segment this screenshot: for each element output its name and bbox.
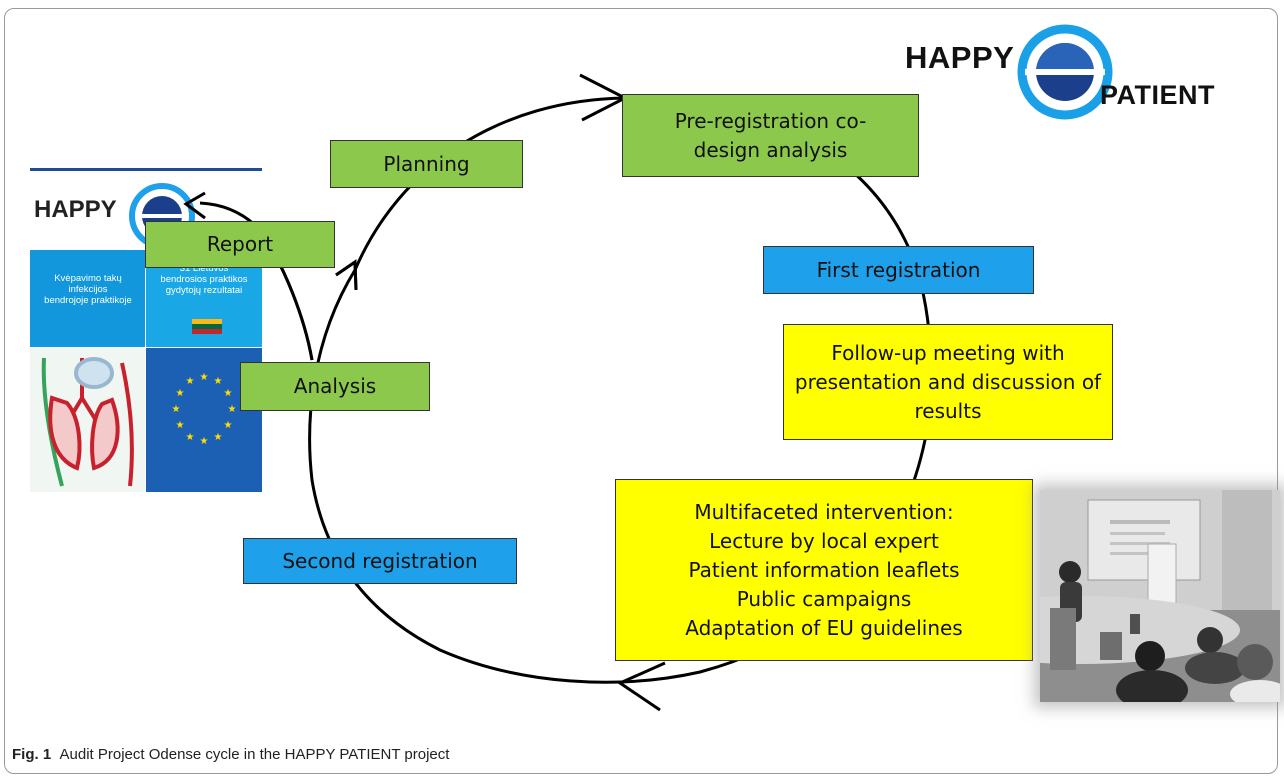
step-planning: Planning: [330, 140, 523, 188]
arrowhead-bottom: [616, 661, 666, 712]
svg-text:★: ★: [224, 388, 233, 399]
logo-circle-icon: [1017, 24, 1113, 120]
happy-patient-logo: HAPPY PATIENT: [905, 22, 1235, 132]
report-cover-right-text: 31 Lietuvos bendrosios praktikos gydytoj…: [160, 263, 248, 296]
svg-text:★: ★: [228, 404, 237, 415]
step-multifaceted-intervention: Multifaceted intervention: Lecture by lo…: [615, 479, 1033, 661]
svg-text:★: ★: [214, 376, 223, 387]
svg-text:★: ★: [186, 432, 195, 443]
svg-text:★: ★: [176, 388, 185, 399]
meeting-photo: [920, 490, 1284, 710]
svg-text:★: ★: [200, 372, 209, 383]
step-pre-registration: Pre-registration co- design analysis: [622, 94, 919, 177]
caption-text: Audit Project Odense cycle in the HAPPY …: [59, 746, 450, 763]
step-analysis: Analysis: [240, 362, 430, 411]
step-second-registration: Second registration: [243, 538, 517, 584]
svg-text:★: ★: [176, 420, 185, 431]
step-first-registration: First registration: [763, 246, 1034, 294]
report-cover-title: HAPPY: [34, 196, 117, 223]
logo-patient-word: PATIENT: [1100, 80, 1215, 110]
step-follow-up-meeting: Follow-up meeting with presentation and …: [783, 324, 1113, 440]
svg-text:★: ★: [186, 376, 195, 387]
svg-text:★: ★: [224, 420, 233, 431]
meeting-photo-graphic: [920, 490, 1284, 710]
caption-label: Fig. 1: [12, 746, 52, 763]
figure-frame: [4, 8, 1278, 774]
logo-happy-word: HAPPY: [905, 40, 1015, 75]
report-cover-image: ★★★ ★★★ ★★★ ★★★ HAPPY Kvėpavimo takų inf…: [22, 168, 268, 492]
figure-caption: Fig. 1 Audit Project Odense cycle in the…: [12, 746, 449, 763]
svg-text:★: ★: [200, 436, 209, 447]
svg-text:★: ★: [214, 432, 223, 443]
svg-text:★: ★: [172, 404, 181, 415]
step-report: Report: [145, 221, 335, 268]
report-cover-left-text: Kvėpavimo takų infekcijos bendrojoje pra…: [44, 273, 132, 306]
